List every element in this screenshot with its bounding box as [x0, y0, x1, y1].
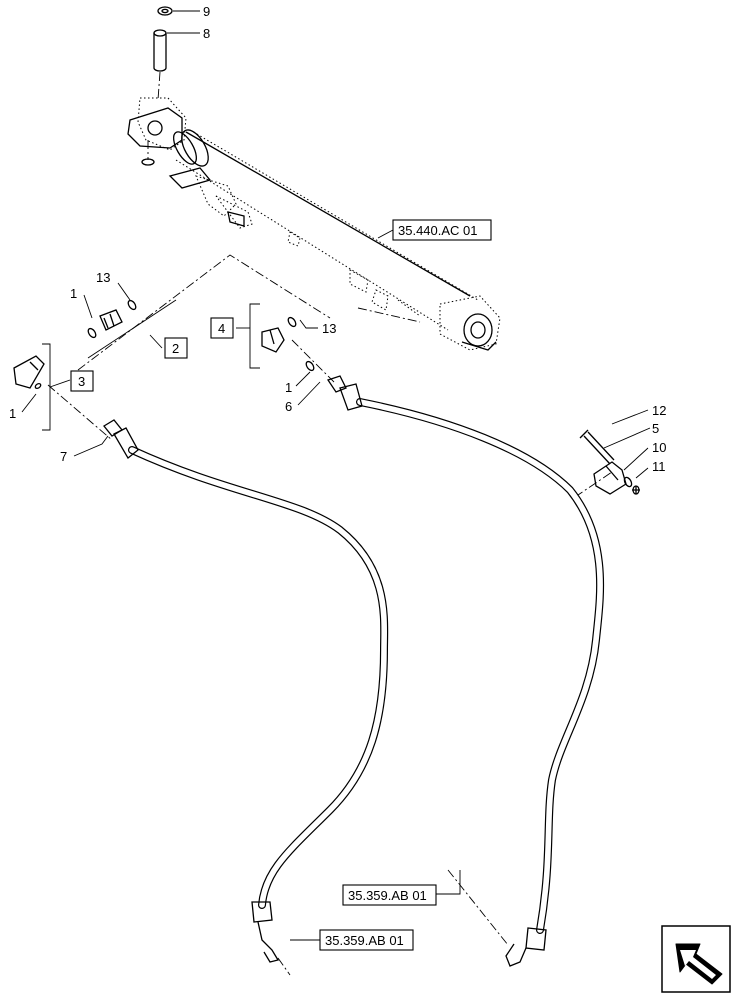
- callout-9: 9: [203, 4, 210, 19]
- callout-12: 12: [652, 403, 666, 418]
- clamp-hardware: [579, 429, 640, 495]
- elbow-fitting-group-3: [13, 343, 71, 431]
- arrow-navigation-icon[interactable]: [661, 925, 731, 993]
- pin-and-washer: [153, 6, 173, 101]
- reference-box-hose-mid[interactable]: 35.359.AB 01: [342, 884, 437, 906]
- centerlines: [47, 254, 613, 976]
- hydraulic-cylinder: [127, 97, 501, 351]
- reference-link-hose-mid[interactable]: 35.359.AB 01: [348, 888, 427, 903]
- callout-7: 7: [60, 449, 67, 464]
- hose-assembly-6: [326, 375, 605, 967]
- reference-box-hose-left[interactable]: 35.359.AB 01: [319, 929, 414, 951]
- group-box-4-label: 4: [218, 321, 225, 336]
- group-box-2: 2: [164, 337, 188, 359]
- group-box-3-label: 3: [78, 374, 85, 389]
- reference-link-hose-left[interactable]: 35.359.AB 01: [325, 933, 404, 948]
- group-box-4: 4: [210, 317, 234, 339]
- reference-link-cylinder[interactable]: 35.440.AC 01: [398, 223, 478, 238]
- callout-1: 1: [70, 286, 77, 301]
- callout-8: 8: [203, 26, 210, 41]
- callout-11: 11: [652, 459, 666, 474]
- callout-5: 5: [652, 421, 659, 436]
- callout-10: 10: [652, 440, 666, 455]
- leader-lines: [21, 10, 651, 941]
- adapter-fitting-group-2: [87, 299, 177, 359]
- group-box-3: 3: [70, 370, 94, 392]
- reference-box-cylinder[interactable]: 35.440.AC 01: [392, 219, 492, 241]
- callout-6: 6: [285, 399, 292, 414]
- hose-assembly-7: [103, 419, 389, 963]
- callout-1: 1: [285, 380, 292, 395]
- callout-labels: 9 8 13 1 13 1 6 1 7 12 5 10 11: [9, 4, 666, 474]
- group-box-2-label: 2: [172, 341, 179, 356]
- callout-1: 1: [9, 406, 16, 421]
- elbow-fitting-group-4: [236, 303, 315, 372]
- callout-13: 13: [96, 270, 110, 285]
- callout-13: 13: [322, 321, 336, 336]
